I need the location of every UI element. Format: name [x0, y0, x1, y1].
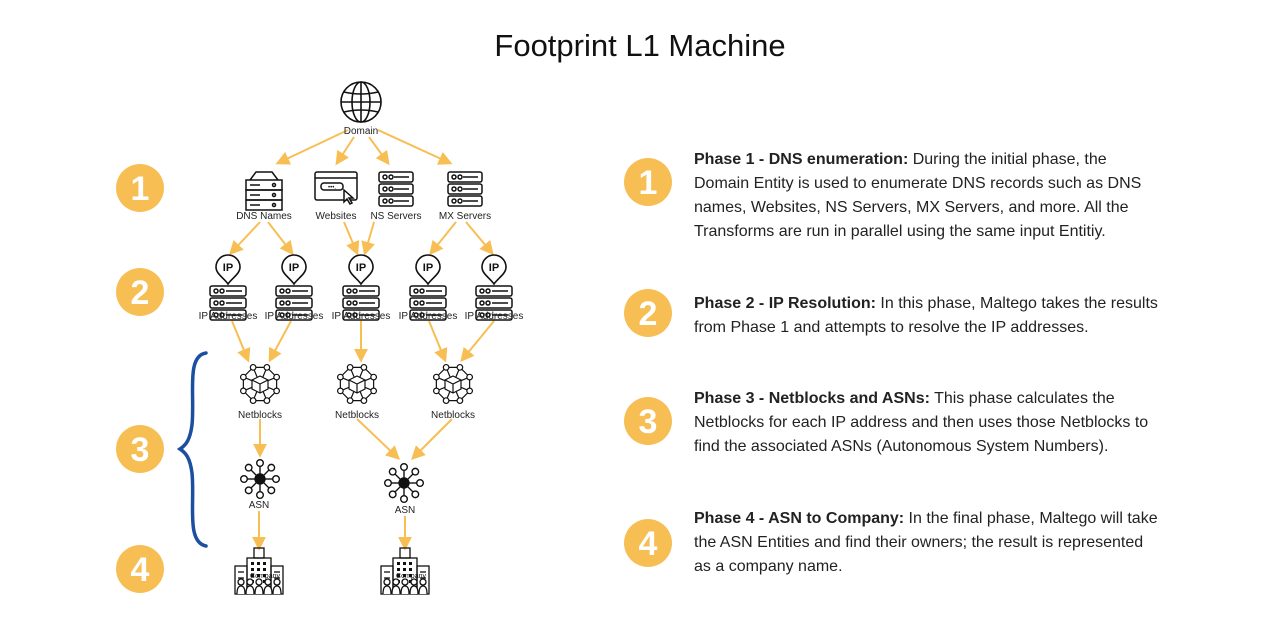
ip-pin-icon: IP: [215, 254, 241, 286]
right-badge-4-number: 4: [639, 525, 658, 563]
right-badge-1-number: 1: [639, 164, 658, 202]
left-badge-1: 1: [116, 164, 164, 212]
flow-arrow: [335, 136, 355, 166]
phase-2-text: In this phase, Maltego takes the results…: [694, 295, 1158, 336]
phase-1-description: Phase 1 - DNS enumeration: During the in…: [694, 148, 1164, 244]
phase-3-heading: Phase 3 - Netblocks and ASNs:: [694, 390, 930, 407]
phase-2-heading: Phase 2 - IP Resolution:: [694, 295, 876, 312]
ip-pin-icon: IP: [348, 254, 374, 286]
asn-hub-icon: [239, 459, 281, 500]
ip-server-icon: [209, 285, 247, 321]
left-badge-3: 3: [116, 425, 164, 473]
right-badge-1: 1: [624, 158, 672, 206]
right-badge-3: 3: [624, 397, 672, 445]
ip-addresses-label: IP Addresses: [199, 311, 258, 322]
ip-pin-label: IP: [423, 262, 433, 274]
left-badge-2: 2: [116, 268, 164, 316]
phase-4-text: In the final phase, Maltego will take th…: [694, 510, 1158, 575]
ns-servers-label: NS Servers: [370, 211, 421, 222]
flow-arrow: [428, 320, 448, 363]
ip-pin-icon: IP: [481, 254, 507, 286]
flow-arrow: [368, 136, 390, 166]
left-badge-2-number: 2: [131, 274, 150, 312]
left-badge-1-number: 1: [131, 170, 150, 208]
ip-pin-label: IP: [223, 262, 233, 274]
phase-2-description: Phase 2 - IP Resolution: In this phase, …: [694, 292, 1164, 340]
page-title: Footprint L1 Machine: [494, 28, 786, 63]
flow-arrows: [229, 129, 495, 551]
asn-label: ASN: [249, 500, 270, 511]
asn-label: ASN: [395, 505, 416, 516]
server-stack-icon: [378, 171, 414, 207]
company-overlay-label: Company: [396, 573, 426, 580]
phase-3-text: This phase calculates the Netblocks for …: [694, 390, 1149, 455]
asn-hub-icon: [384, 463, 425, 504]
right-badge-3-number: 3: [639, 403, 658, 441]
mx-servers-label: MX Servers: [439, 211, 491, 222]
url-dots: •••.: [328, 185, 336, 191]
browser-window-icon: •••.: [314, 171, 358, 205]
flow-arrow: [429, 221, 457, 256]
flow-arrow: [460, 320, 495, 363]
ip-addresses-label: IP Addresses: [465, 311, 524, 322]
netblocks-label: Netblocks: [431, 410, 475, 421]
flow-arrow: [267, 221, 294, 256]
ip-pin-icon: IP: [281, 254, 307, 286]
left-badge-3-number: 3: [131, 431, 150, 469]
netblock-icon: [239, 363, 281, 405]
flow-arrow: [465, 221, 494, 256]
company-overlay-label: Company: [250, 573, 280, 580]
diagram-icons: •••. IP IP IP IP IP Company Company: [209, 81, 513, 595]
phase-1-heading: Phase 1 - DNS enumeration:: [694, 151, 909, 168]
ip-addresses-label: IP Addresses: [265, 311, 324, 322]
ip-pin-icon: IP: [415, 254, 441, 286]
right-phase-badges: 1 2 3 4: [624, 158, 672, 567]
phase-3-brace: [176, 351, 208, 548]
server-stack-icon: [447, 171, 483, 207]
flow-arrow: [361, 221, 375, 256]
ip-pin-label: IP: [489, 262, 499, 274]
phase-4-heading: Phase 4 - ASN to Company:: [694, 510, 905, 527]
websites-label: Websites: [316, 211, 357, 222]
company-building-icon: Company: [380, 547, 430, 595]
company-building-icon: Company: [234, 547, 284, 595]
flow-arrow: [268, 320, 292, 363]
flow-arrow: [229, 221, 261, 256]
ip-addresses-label: IP Addresses: [332, 311, 391, 322]
ip-server-icon: [275, 285, 313, 321]
netblock-icon: [432, 363, 474, 405]
left-badge-4: 4: [116, 545, 164, 593]
flow-arrow: [275, 129, 349, 165]
dns-names-label: DNS Names: [236, 211, 292, 222]
flow-arrow: [411, 418, 453, 460]
server-icon: [245, 171, 283, 211]
ip-pin-label: IP: [356, 262, 366, 274]
ip-server-icon: [342, 285, 380, 321]
netblock-icon: [336, 363, 378, 405]
flow-arrow: [231, 320, 251, 363]
flow-arrow: [343, 221, 360, 256]
ip-addresses-label: IP Addresses: [399, 311, 458, 322]
netblocks-label: Netblocks: [335, 410, 379, 421]
netblocks-label: Netblocks: [238, 410, 282, 421]
left-badge-4-number: 4: [131, 551, 150, 589]
phase-4-description: Phase 4 - ASN to Company: In the final p…: [694, 507, 1164, 579]
phase-1-text: During the initial phase, the Domain Ent…: [694, 151, 1142, 240]
right-badge-4: 4: [624, 519, 672, 567]
left-phase-badges: 1 2 3 4: [116, 164, 164, 593]
phase-3-description: Phase 3 - Netblocks and ASNs: This phase…: [694, 387, 1164, 459]
flow-arrow: [377, 129, 453, 165]
ip-server-icon: [475, 285, 513, 321]
right-badge-2: 2: [624, 289, 672, 337]
right-badge-2-number: 2: [639, 295, 658, 333]
ip-server-icon: [409, 285, 447, 321]
domain-label: Domain: [344, 126, 378, 137]
flow-arrow: [356, 418, 401, 460]
globe-icon: [340, 81, 382, 123]
ip-pin-label: IP: [289, 262, 299, 274]
